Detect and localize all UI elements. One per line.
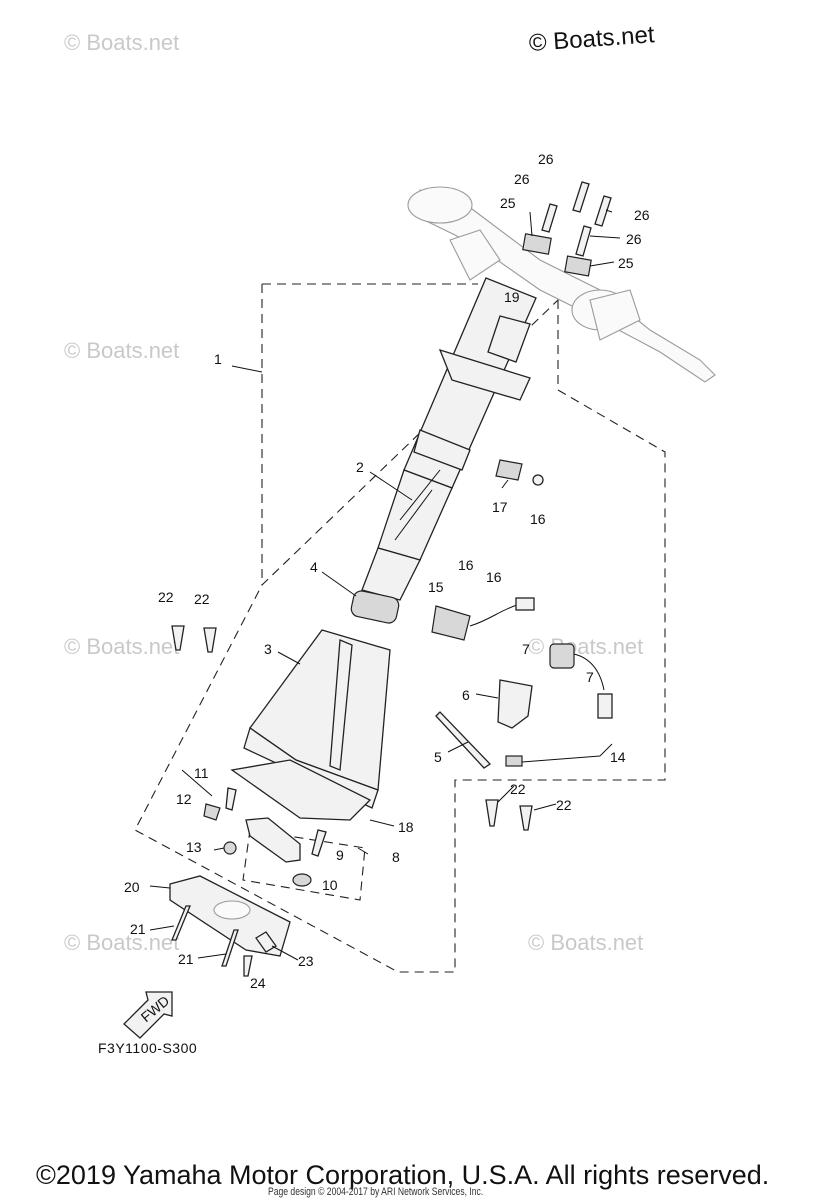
- callout-22: 22: [510, 781, 526, 797]
- switch-17: [495, 459, 523, 481]
- connector-14: [505, 643, 613, 767]
- screw-16: [532, 474, 544, 486]
- subassembly-boundary: [242, 829, 366, 901]
- callout-15: 15: [428, 579, 444, 595]
- callout-21: 21: [178, 951, 194, 967]
- mount-plate-20: [169, 875, 291, 977]
- callout-11: 11: [194, 765, 209, 781]
- callout-22: 22: [194, 591, 210, 607]
- callout-10: 10: [322, 877, 338, 893]
- callout-4: 4: [310, 559, 318, 575]
- diagram-code: F3Y1100-S300: [98, 1040, 198, 1056]
- callout-16: 16: [486, 569, 502, 585]
- gasket-18: [230, 759, 372, 821]
- callout-3: 3: [264, 641, 272, 657]
- callout-7: 7: [586, 669, 594, 685]
- handlebar-ghost: [407, 186, 716, 383]
- watermark: © Boats.net: [64, 634, 180, 659]
- cover-19: [487, 315, 531, 363]
- callout-23: 23: [298, 953, 314, 969]
- watermark: © Boats.net: [64, 30, 180, 55]
- bracket-6: [497, 679, 533, 729]
- callout-26: 26: [538, 151, 554, 167]
- bolt-22: [203, 627, 217, 653]
- callout-12: 12: [176, 791, 192, 807]
- callout-13: 13: [186, 839, 202, 855]
- bolt-22: [171, 625, 185, 651]
- callout-25: 25: [618, 255, 634, 271]
- lower-bracket-assembly: [203, 787, 327, 887]
- bearing-4: [350, 590, 400, 624]
- callout-21: 21: [130, 921, 146, 937]
- callout-22: 22: [158, 589, 174, 605]
- callout-7: 7: [522, 641, 530, 657]
- callout-25: 25: [500, 195, 516, 211]
- cable-tie-5: [435, 711, 492, 769]
- callout-26: 26: [626, 231, 642, 247]
- callout-22: 22: [556, 797, 572, 813]
- bolt-22: [519, 805, 533, 831]
- watermark: © Boats.net: [64, 930, 180, 955]
- callout-8: 8: [392, 849, 400, 865]
- callout-1: 1: [214, 351, 222, 367]
- callout-18: 18: [398, 819, 414, 835]
- callout-26: 26: [514, 171, 530, 187]
- page-design-credit: Page design © 2004-2017 by ARI Network S…: [268, 1186, 484, 1198]
- callout-5: 5: [434, 749, 442, 765]
- upper-clamps: [522, 181, 612, 277]
- leader-lines: [149, 209, 621, 961]
- watermark: © Boats.net: [528, 930, 644, 955]
- bolt-22: [485, 799, 499, 827]
- callout-19: 19: [504, 289, 520, 305]
- callout-16: 16: [458, 557, 474, 573]
- callout-9: 9: [336, 847, 344, 863]
- callout-6: 6: [462, 687, 470, 703]
- callout-24: 24: [250, 975, 266, 991]
- callout-26: 26: [634, 207, 650, 223]
- harness-15: [431, 597, 535, 641]
- assembly-boundary: [134, 283, 666, 973]
- callout-17: 17: [492, 499, 508, 515]
- callout-14: 14: [610, 749, 626, 765]
- callout-20: 20: [124, 879, 140, 895]
- callout-2: 2: [356, 459, 364, 475]
- copyright-footer: ©2019 Yamaha Motor Corporation, U.S.A. A…: [36, 1160, 770, 1190]
- callouts: 1 2 3 4 5 6 7 7 8 9 10 11 12 13 14 15 16…: [124, 151, 650, 991]
- watermark: © Boats.net: [64, 338, 180, 363]
- watermark: © Boats.net: [528, 634, 644, 659]
- fwd-arrow-icon: FWD: [123, 991, 173, 1039]
- callout-16: 16: [530, 511, 546, 527]
